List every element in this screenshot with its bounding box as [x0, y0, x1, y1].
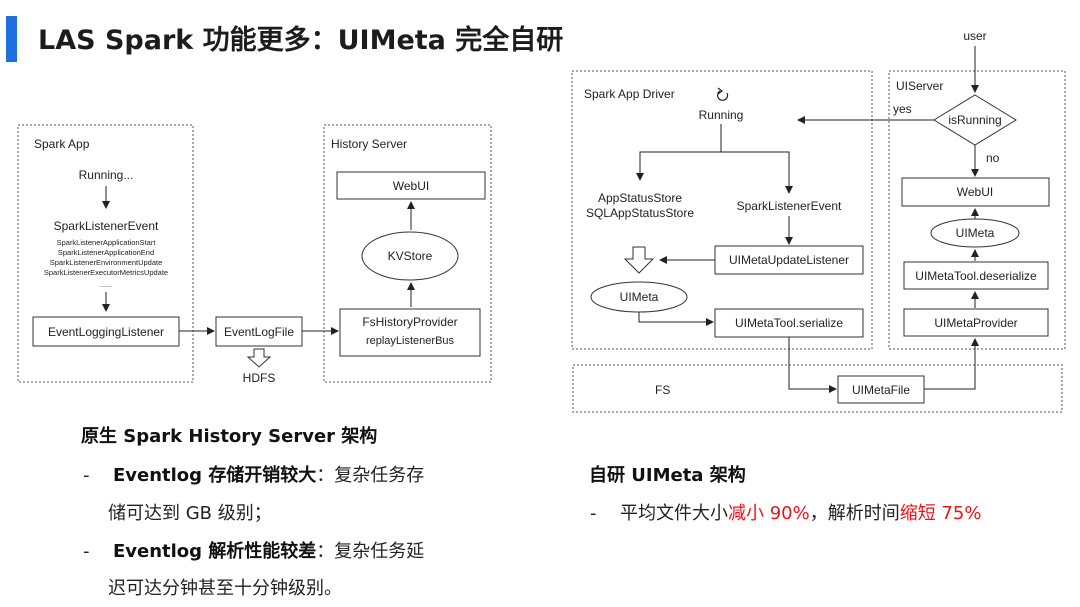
kvstore-ellipse — [361, 231, 459, 281]
left-bullet-2: - Eventlog 解析性能较差：复杂任务延 — [83, 537, 424, 563]
running-text: Running... — [79, 168, 134, 182]
page-title: LAS Spark 功能更多：UIMeta 完全自研 — [38, 25, 564, 56]
uimeta-serialize-label: UIMetaTool.serialize — [735, 316, 843, 330]
bullet-bold-text: Eventlog 解析性能较差 — [112, 541, 317, 562]
fs-history-provider-box — [339, 308, 481, 357]
no-label: no — [986, 151, 1000, 165]
arrow-serialize-to-file — [788, 337, 837, 393]
refresh-icon — [716, 90, 729, 101]
uimeta-provider-box — [903, 308, 1049, 337]
bullet-text: ：复杂任务存 — [316, 465, 425, 486]
uimeta-deserialize-label: UIMetaTool.deserialize — [915, 269, 1037, 283]
server-uimeta-ellipse — [930, 218, 1020, 248]
right-diagram: Spark App Driver Running AppStatusStore … — [571, 29, 1066, 413]
spark-listener-event-title: SparkListenerEvent — [54, 219, 159, 233]
spark-app-driver-label: Spark App Driver — [584, 87, 675, 101]
right-webui-box — [901, 177, 1050, 207]
event-item: SparkListenerExecutorMetricsUpdate — [44, 268, 168, 277]
eventlogfile-box — [215, 316, 303, 347]
uimeta-provider-label: UIMetaProvider — [934, 316, 1017, 330]
replay-listener-bus-label: replayListenerBus — [366, 335, 455, 347]
arrow-file-to-provider — [924, 338, 979, 390]
split-line — [721, 151, 793, 194]
spark-listener-event-label: SparkListenerEvent — [737, 199, 842, 213]
driver-uimeta-label: UIMeta — [620, 290, 659, 304]
left-webui-box — [336, 171, 486, 200]
yes-label: yes — [893, 102, 912, 116]
fs-history-provider-label: FsHistoryProvider — [362, 315, 457, 329]
bullet-dash: - — [83, 465, 90, 486]
app-status-store-label: AppStatusStore — [598, 191, 682, 205]
ellipsis: ...... — [100, 282, 112, 289]
fs-label: FS — [655, 383, 670, 397]
left-bullet-1: - Eventlog 存储开销较大：复杂任务存 — [83, 461, 424, 487]
uimeta-deserialize-box — [903, 261, 1049, 290]
eventlogfile-label: EventLogFile — [224, 325, 294, 339]
server-uimeta-label: UIMeta — [956, 226, 995, 240]
uiserver-container — [888, 70, 1066, 350]
title-accent-bar — [6, 16, 17, 62]
event-item: SparkListenerEnvironmentUpdate — [50, 258, 163, 267]
left-bullet-1-cont: 储可达到 GB 级别； — [108, 503, 272, 524]
split-line — [636, 124, 722, 181]
sql-app-status-store-label: SQLAppStatusStore — [586, 206, 694, 220]
uimeta-update-listener-label: UIMetaUpdateListener — [729, 253, 849, 267]
uiserver-label: UIServer — [896, 79, 943, 93]
spark-app-label: Spark App — [34, 137, 90, 151]
is-running-label: isRunning — [948, 113, 1001, 127]
left-webui-label: WebUI — [393, 179, 429, 193]
fs-container — [572, 364, 1063, 413]
hdfs-label: HDFS — [243, 371, 276, 385]
right-section-heading: 自研 UIMeta 架构 — [589, 465, 746, 486]
user-label: user — [963, 29, 986, 43]
right-webui-label: WebUI — [957, 185, 993, 199]
uimeta-update-listener-box — [714, 245, 864, 275]
bullet-text: ，解析时间 — [809, 503, 900, 524]
hdfs-down-arrow-icon — [246, 348, 272, 368]
driver-running-label: Running — [699, 108, 744, 122]
event-item: SparkListenerApplicationEnd — [58, 248, 154, 257]
bullet-text: 平均文件大小 — [619, 503, 728, 524]
uimeta-file-label: UIMetaFile — [852, 383, 910, 397]
event-item: SparkListenerApplicationStart — [57, 238, 157, 247]
spark-app-driver-container — [571, 70, 873, 350]
bullet-bold-text: Eventlog 存储开销较大 — [112, 465, 317, 486]
event-logging-listener-box — [32, 316, 180, 347]
right-bullet: - 平均文件大小减小 90%，解析时间缩短 75% — [590, 499, 981, 525]
left-bullet-2-cont: 迟可达分钟甚至十分钟级别。 — [108, 578, 342, 599]
highlight-time-reduction: 缩短 75% — [899, 503, 982, 524]
refresh-icon-head — [717, 87, 723, 95]
arrow-uimeta-to-serialize — [638, 312, 714, 326]
highlight-size-reduction: 减小 90% — [727, 503, 810, 524]
kvstore-label: KVStore — [388, 249, 433, 263]
bullet-text: ：复杂任务延 — [316, 541, 425, 562]
left-diagram: Spark App Running... SparkListenerEvent … — [17, 124, 492, 385]
bullet-dash: - — [590, 503, 597, 524]
bullet-dash: - — [83, 541, 90, 562]
hollow-down-arrow-icon — [623, 246, 655, 274]
left-section-heading: 原生 Spark History Server 架构 — [81, 426, 378, 447]
history-server-label: History Server — [331, 137, 407, 151]
event-logging-listener-label: EventLoggingListener — [48, 325, 164, 339]
uimeta-file-box — [837, 375, 925, 404]
